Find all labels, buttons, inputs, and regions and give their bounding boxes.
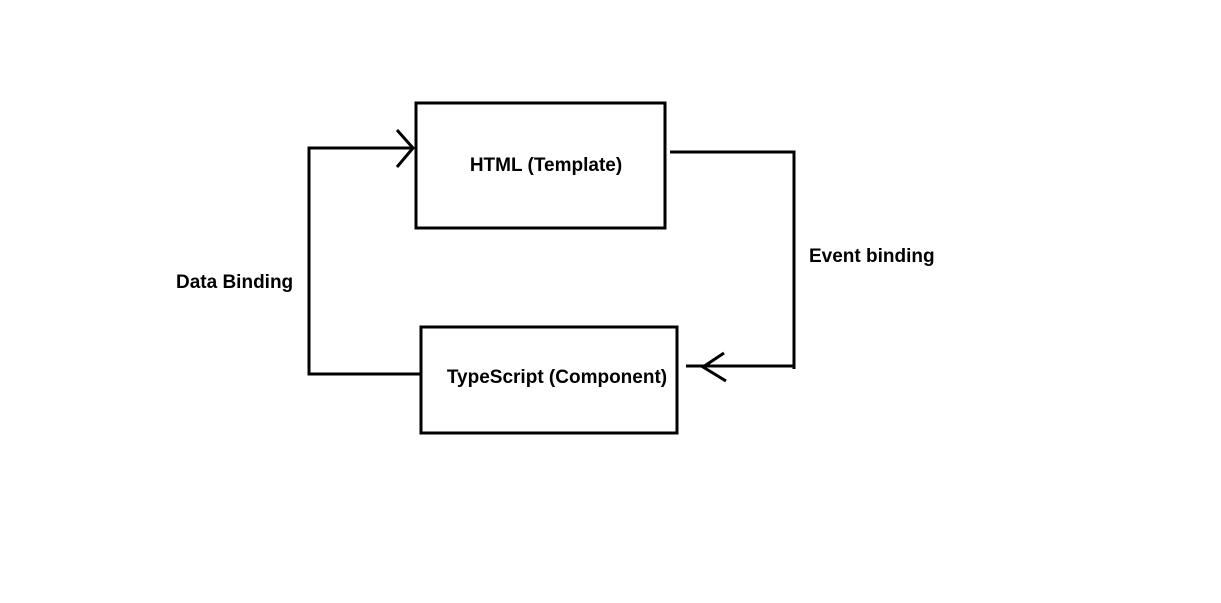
event-binding-line xyxy=(670,150,796,368)
data-binding-connector xyxy=(307,129,420,376)
component-node: TypeScript (Component) xyxy=(419,325,679,435)
event-binding-label: Event binding xyxy=(809,246,935,267)
event-binding-arrowhead xyxy=(700,351,727,383)
template-node: HTML (Template) xyxy=(414,101,667,230)
template-box xyxy=(414,101,667,230)
event-binding-connector xyxy=(670,150,796,383)
component-label: TypeScript (Component) xyxy=(447,367,667,388)
component-box xyxy=(419,325,679,435)
template-label: HTML (Template) xyxy=(470,155,622,176)
data-binding-line xyxy=(307,146,420,376)
data-binding-arrowhead xyxy=(395,129,415,168)
data-binding-label: Data Binding xyxy=(176,272,293,293)
